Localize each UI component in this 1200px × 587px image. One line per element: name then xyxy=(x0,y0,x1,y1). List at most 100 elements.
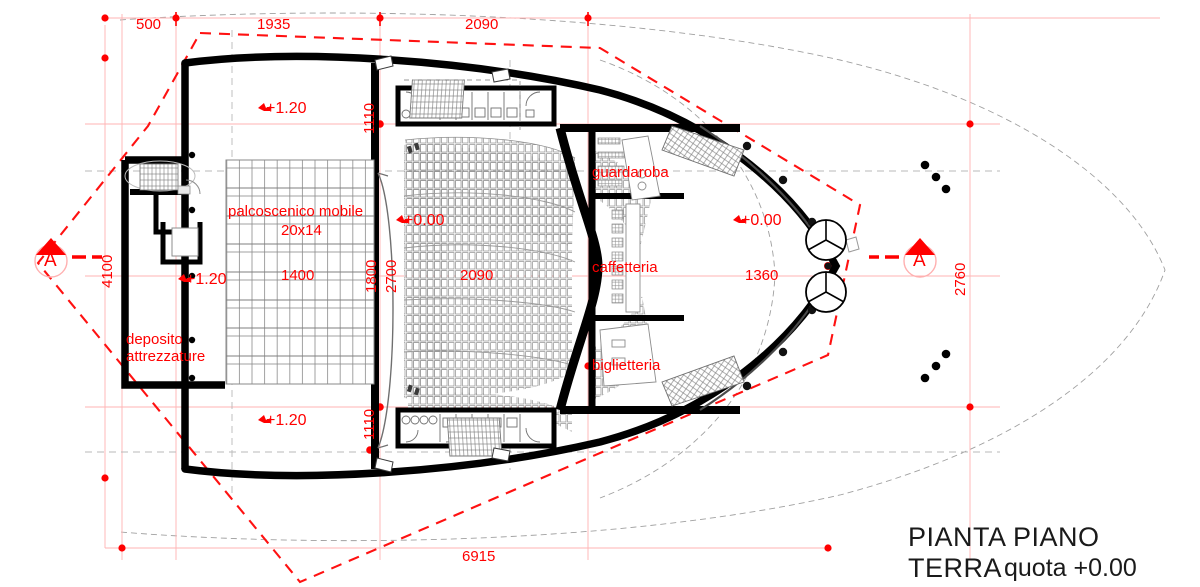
door-bottom-2 xyxy=(491,447,511,462)
level-glyph-top-left xyxy=(258,103,271,111)
bollard-4 xyxy=(941,349,951,359)
stair-bottom xyxy=(446,417,503,457)
room-label-stage-size: 20x14 xyxy=(281,222,322,239)
dim-1800: 1800 xyxy=(363,259,380,293)
rb-sink-4 xyxy=(428,415,438,425)
wall-small-room xyxy=(160,222,203,265)
dim-2760: 2760 xyxy=(952,262,969,296)
level-glyph-foyer xyxy=(733,215,746,223)
dim-1935: 1935 xyxy=(257,16,291,33)
stair-left xyxy=(124,160,201,257)
stage-front-tips xyxy=(377,172,389,449)
dim-4100: 4100 xyxy=(99,254,116,288)
revolving-door-lower-vanes xyxy=(807,272,845,303)
guardaroba-stool-2 xyxy=(637,181,647,191)
dim-2700: 2700 xyxy=(383,259,400,293)
path-nodes xyxy=(742,141,832,391)
guardaroba-stool-1 xyxy=(637,169,647,179)
level-mark-top-left: +1.20 xyxy=(266,100,307,117)
construction-lines-red xyxy=(85,14,1160,560)
col-dot-5 xyxy=(188,374,196,382)
section-label-right: A xyxy=(913,250,926,271)
site-inner-arc-dashed xyxy=(599,59,776,499)
room-label-attrezzature: attrezzature xyxy=(126,348,206,365)
stage-front-curve xyxy=(377,172,394,449)
rt-wc-3 xyxy=(474,107,486,118)
stair-left-ellipse xyxy=(124,160,196,192)
path-node-center xyxy=(824,262,832,270)
rt-wc-4 xyxy=(490,107,502,118)
path-node-5 xyxy=(778,347,788,357)
rb-door-swing-1 xyxy=(405,429,419,443)
bollard-2 xyxy=(931,172,941,182)
room-label-palcoscenico: palcoscenico mobile xyxy=(228,203,364,220)
caffetteria-bar xyxy=(625,203,641,313)
stair-top xyxy=(409,79,465,119)
dim-1400: 1400 xyxy=(281,267,315,284)
foyer-partition-walls xyxy=(555,124,740,414)
door-top-2 xyxy=(491,68,511,83)
bollard-6 xyxy=(920,373,930,383)
revolving-door-upper xyxy=(805,219,847,261)
level-mark-hall: +0.00 xyxy=(404,212,445,229)
stair-left-treads xyxy=(139,163,179,191)
stair-left-landing xyxy=(177,185,191,195)
biglietteria-desk-1 xyxy=(611,339,626,348)
dim-dot-left-2 xyxy=(101,474,109,482)
rt-sink-1 xyxy=(401,109,411,119)
rt-wc-6 xyxy=(525,109,535,118)
caffe-seat-3 xyxy=(611,237,624,248)
level-glyph-hall xyxy=(396,215,409,223)
door-bottom-1 xyxy=(374,457,394,473)
door-openings xyxy=(374,55,860,473)
path-node-6 xyxy=(742,381,752,391)
caffe-seat-2 xyxy=(611,223,624,234)
dim-1360: 1360 xyxy=(745,267,779,284)
revolving-door-upper-vanes xyxy=(807,220,845,251)
caffe-seat-6 xyxy=(611,279,624,290)
col-dot-4 xyxy=(188,336,196,344)
dim-dot-top-1 xyxy=(101,14,109,22)
bollard-5 xyxy=(931,361,941,371)
stair-top-guides xyxy=(404,79,521,130)
seat-block-lower xyxy=(408,392,572,432)
dim-dot-right-2 xyxy=(966,403,974,411)
revolving-door-lower xyxy=(805,271,847,313)
outer-wall-curve xyxy=(181,52,841,480)
stage-grid-rows xyxy=(226,187,374,357)
dim-dot-right-1 xyxy=(966,120,974,128)
door-right-1 xyxy=(845,236,860,253)
rb-sink-1 xyxy=(401,415,411,425)
wall-deposito-outer xyxy=(121,160,225,389)
stage-platform xyxy=(225,159,375,385)
biglietteria-counter xyxy=(599,323,657,387)
drawing-title: PIANTA PIANO TERRA xyxy=(908,522,1100,583)
col-dot-1 xyxy=(188,151,196,159)
dim-1110-top: 1110 xyxy=(361,102,378,134)
rb-wc-5 xyxy=(506,417,518,428)
level-mark-glyphs xyxy=(178,103,746,423)
restroom-block-bottom xyxy=(395,407,557,457)
biglietteria-desk-2 xyxy=(611,357,626,366)
building-shell xyxy=(121,52,841,480)
section-left-triangle xyxy=(36,238,66,255)
bollard-3 xyxy=(941,184,951,194)
small-service-room xyxy=(171,227,199,257)
dim-6915: 6915 xyxy=(462,548,496,565)
stair-left-door-swing xyxy=(185,179,201,195)
restroom-block-top xyxy=(395,79,557,130)
rb-door-swing-3 xyxy=(525,427,541,443)
section-label-left: A xyxy=(44,250,57,271)
site-outline-group xyxy=(119,12,1166,542)
dim-2090: 2090 xyxy=(465,16,499,33)
wheelchair-space-marks xyxy=(406,142,420,396)
service-counters xyxy=(597,135,661,387)
exterior-stair-upper xyxy=(661,125,745,177)
auditorium-seating xyxy=(403,136,652,432)
guardaroba-rack-4 xyxy=(597,179,623,187)
guardaroba-rack-1 xyxy=(597,137,621,145)
level-glyph-bottom-left xyxy=(258,415,271,423)
caffe-seat-5 xyxy=(611,265,624,276)
site-boundary-dashed xyxy=(119,12,1166,542)
